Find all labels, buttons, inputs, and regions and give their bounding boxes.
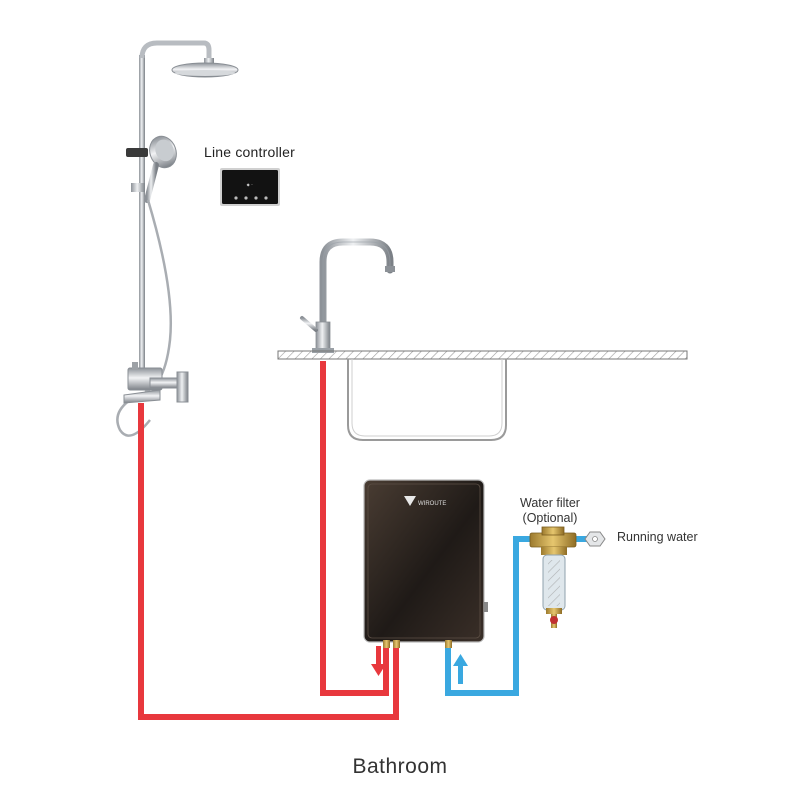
shower-arm [139,40,212,62]
shower-hose [144,199,173,394]
hand-shower-icon [144,135,177,203]
mixer-valve-icon [123,362,189,404]
shower-set [116,40,239,437]
water-filter-title: Water filter [520,496,580,510]
water-filter-label: Water filter (Optional) [520,496,580,526]
sink-basin-icon [347,359,507,441]
line-controller-panel-icon: ◆ ·· [220,168,280,206]
diagram-caption: Bathroom [352,755,448,778]
flow-arrow-down-icon [371,646,386,676]
kitchen-faucet-icon [300,238,395,353]
flow-arrow-up-icon [453,654,468,684]
inlet-valve-icon [584,531,606,547]
water-filter-icon [529,526,577,628]
hot-pipe-to-faucet [320,361,389,696]
heater-brand: WIROUTE [418,501,446,507]
hot-pipe-to-shower [138,403,399,720]
hot-water-pipes [138,361,399,720]
countertop [277,350,688,360]
water-heater-icon: WIROUTE [363,479,488,648]
svg-text:◆ ··: ◆ ·· [247,182,254,187]
water-filter-optional: (Optional) [522,511,578,525]
line-controller-label: Line controller [204,144,295,160]
running-water-label: Running water [617,530,698,544]
rain-shower-head-icon [171,58,239,78]
shower-riser [139,55,145,390]
slide-bracket [126,148,148,157]
